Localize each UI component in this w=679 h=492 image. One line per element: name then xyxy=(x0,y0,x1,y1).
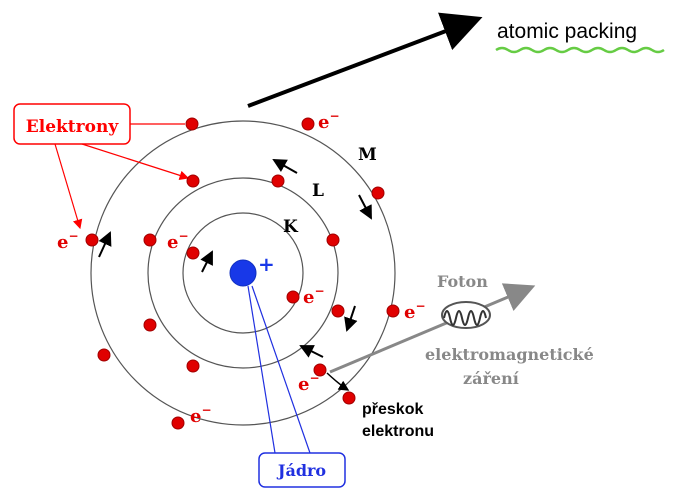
annotation-text: atomic packing xyxy=(497,20,637,43)
electron-label: e− xyxy=(190,403,212,427)
electron xyxy=(331,304,345,318)
shell-m-label: M xyxy=(358,145,377,165)
electron xyxy=(301,117,315,131)
electron xyxy=(97,348,111,362)
jump-label-2: elektronu xyxy=(362,423,434,440)
annotation-underline xyxy=(495,46,665,54)
electron xyxy=(143,318,157,332)
electron xyxy=(386,304,400,318)
shell-k-orbit xyxy=(182,212,304,334)
motion-arrows xyxy=(98,159,372,358)
photon-label: Foton xyxy=(437,272,488,291)
nucleus-callout-line-1 xyxy=(247,285,276,454)
shell-l-label: L xyxy=(312,181,324,201)
photon-ray xyxy=(329,283,536,374)
electron-label: e− xyxy=(404,299,426,323)
shell-l-orbit xyxy=(147,177,339,369)
electrons-callout-label: Elektrony xyxy=(26,117,120,137)
radiation-label-2: záření xyxy=(463,369,519,388)
electron xyxy=(186,359,200,373)
nucleus-callout-box xyxy=(258,452,346,488)
electrons xyxy=(85,117,400,430)
electron xyxy=(326,233,340,247)
electron xyxy=(85,233,99,247)
electron xyxy=(171,416,185,430)
electron-label: e− xyxy=(57,229,79,253)
electron-label: e− xyxy=(298,371,320,395)
electron xyxy=(271,174,285,188)
callout-arrow-2 xyxy=(81,143,190,181)
radiation-label-1: elektromagnetické xyxy=(425,345,594,364)
electron xyxy=(186,246,200,260)
electron-label: e− xyxy=(167,229,189,253)
nucleus-callout-line-2 xyxy=(251,285,311,454)
nucleus xyxy=(229,259,257,287)
photon-wave xyxy=(443,310,487,326)
electron xyxy=(371,186,385,200)
jump-label-1: přeskok xyxy=(362,401,423,418)
callout-arrow-1 xyxy=(54,143,83,230)
electron xyxy=(342,391,356,405)
photon-wave-icon xyxy=(441,301,491,329)
electron-jump-arrow xyxy=(326,372,350,391)
annotation-arrow xyxy=(247,12,483,108)
electron xyxy=(313,363,327,377)
electron-labels: e− e− e− e− e− e− e− xyxy=(57,109,426,427)
shell-m-orbit xyxy=(90,120,396,426)
electron xyxy=(286,290,300,304)
electron xyxy=(186,174,200,188)
nucleus-plus: + xyxy=(258,252,275,276)
electron xyxy=(143,233,157,247)
electron-label: e− xyxy=(303,284,325,308)
shell-k-label: K xyxy=(283,217,299,237)
electron-label: e− xyxy=(318,109,340,133)
electron xyxy=(185,117,199,131)
nucleus-callout-label: Jádro xyxy=(276,461,327,480)
